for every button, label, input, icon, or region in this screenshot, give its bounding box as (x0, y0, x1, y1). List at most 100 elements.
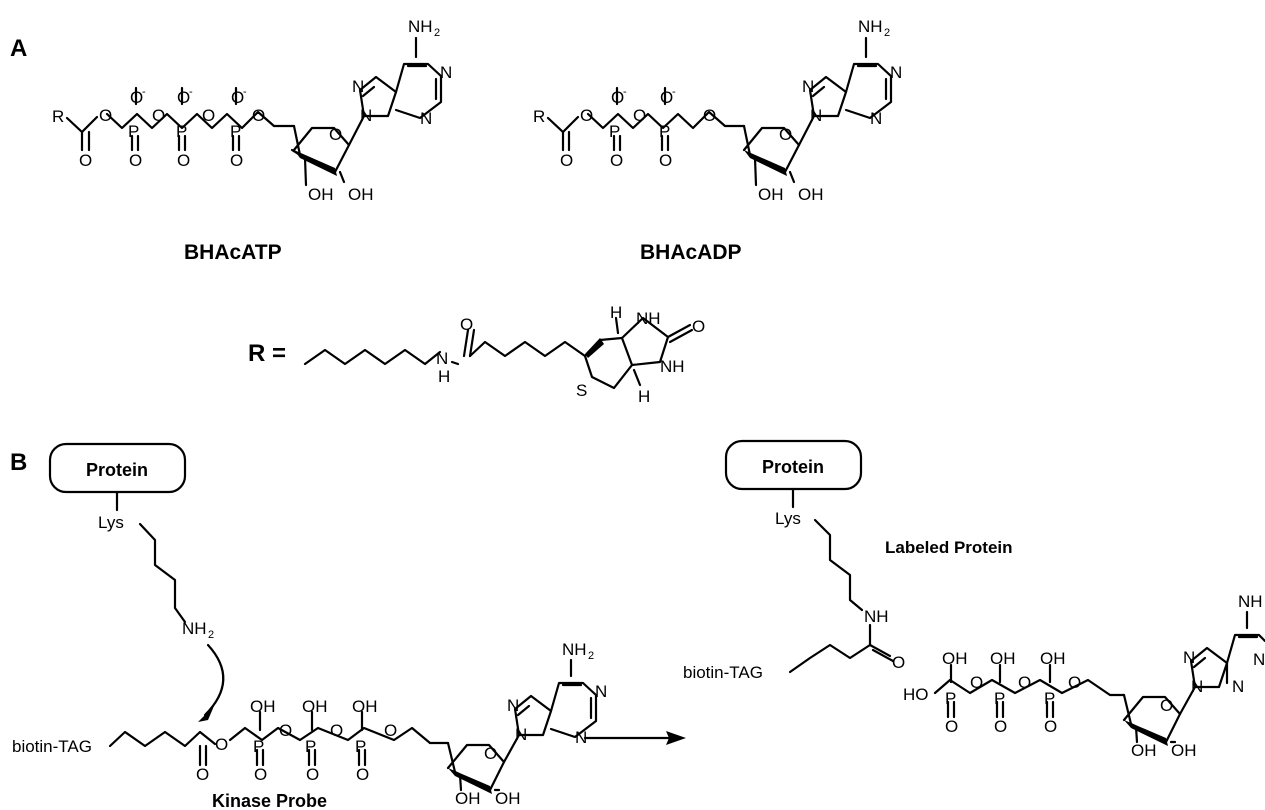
svg-text:S: S (576, 381, 587, 400)
svg-text:O: O (580, 106, 593, 125)
svg-text:H: H (610, 303, 622, 322)
panel-label-b: B (10, 449, 27, 476)
svg-text:O: O (384, 721, 397, 740)
svg-text:O: O (129, 151, 142, 170)
svg-text:O: O (329, 125, 342, 144)
svg-text:P: P (945, 689, 956, 708)
svg-text:O: O (177, 88, 190, 107)
kinase-probe-label: Kinase Probe (212, 791, 327, 810)
svg-text:R: R (533, 107, 545, 126)
svg-text:2: 2 (434, 27, 440, 39)
svg-text:Lys: Lys (98, 513, 124, 532)
svg-text:O: O (152, 106, 165, 125)
bhacadp-structure: R O O P O- O O P O- O O O OH OH N N N N … (533, 17, 902, 204)
kinase-probe-structure: biotin-TAG O O P OH O O P OH O O P OH O … (12, 640, 607, 808)
svg-text:P: P (1044, 689, 1055, 708)
svg-text:2: 2 (588, 650, 594, 662)
svg-text:O: O (177, 151, 190, 170)
svg-text:P: P (659, 122, 670, 141)
protein-label-left: Protein (86, 460, 148, 480)
svg-text:P: P (253, 737, 264, 756)
svg-text:N: N (507, 696, 519, 715)
bhacatp-label: BHAcATP (184, 241, 282, 264)
svg-text:O: O (252, 106, 265, 125)
svg-text:Lys: Lys (775, 509, 801, 528)
svg-text:O: O (196, 765, 209, 784)
svg-text:O: O (79, 151, 92, 170)
bhacadp-label: BHAcADP (640, 241, 742, 264)
svg-text:O: O (99, 106, 112, 125)
svg-text:biotin-TAG: biotin-TAG (12, 737, 92, 756)
svg-text:O: O (703, 106, 716, 125)
svg-text:NH: NH (562, 640, 587, 659)
svg-text:N: N (1183, 648, 1195, 667)
svg-text:O: O (279, 721, 292, 740)
svg-text:O: O (202, 106, 215, 125)
svg-text:O: O (779, 125, 792, 144)
svg-text:N: N (352, 77, 364, 96)
svg-text:O: O (1044, 717, 1057, 736)
svg-text:NH: NH (858, 17, 883, 36)
svg-text:O: O (994, 717, 1007, 736)
svg-text:P: P (994, 689, 1005, 708)
svg-text:biotin-TAG: biotin-TAG (683, 663, 763, 682)
svg-text:OH: OH (942, 649, 968, 668)
svg-text:P: P (230, 122, 241, 141)
svg-text:N: N (420, 109, 432, 128)
svg-text:N: N (436, 349, 448, 368)
svg-text:N: N (360, 106, 372, 125)
svg-text:O: O (1068, 673, 1081, 692)
svg-text:O: O (484, 744, 497, 763)
svg-text:P: P (128, 122, 139, 141)
svg-text:O: O (611, 88, 624, 107)
protein-label-right: Protein (762, 457, 824, 477)
svg-text:-: - (142, 86, 146, 98)
svg-text:N: N (595, 682, 607, 701)
svg-text:N: N (1253, 650, 1265, 669)
svg-text:N: N (440, 63, 452, 82)
svg-text:N: N (1191, 677, 1203, 696)
svg-text:O: O (215, 735, 228, 754)
svg-text:OH: OH (250, 697, 276, 716)
labeled-protein-label: Labeled Protein (885, 538, 1013, 557)
svg-text:P: P (305, 737, 316, 756)
svg-text:O: O (892, 653, 905, 672)
svg-text:N: N (810, 106, 822, 125)
svg-text:N: N (802, 77, 814, 96)
svg-text:O: O (945, 717, 958, 736)
svg-text:-: - (623, 86, 627, 98)
labeled-protein-structure: Lys NH O biotin-TAG (683, 487, 905, 682)
svg-text:O: O (130, 88, 143, 107)
svg-text:2: 2 (208, 629, 214, 641)
svg-text:N: N (515, 725, 527, 744)
svg-text:O: O (230, 151, 243, 170)
svg-text:O: O (306, 765, 319, 784)
svg-text:OH: OH (495, 789, 521, 808)
svg-text:O: O (692, 317, 705, 336)
nucleophilic-attack-arrow (203, 643, 225, 717)
svg-text:NH: NH (1238, 592, 1263, 611)
svg-text:OH: OH (455, 789, 481, 808)
svg-text:OH: OH (302, 697, 328, 716)
svg-text:NH: NH (864, 607, 889, 626)
svg-text:N: N (870, 109, 882, 128)
svg-text:P: P (355, 737, 366, 756)
svg-text:OH: OH (1131, 741, 1157, 760)
panel-label-a: A (10, 35, 27, 62)
svg-text:2: 2 (884, 27, 890, 39)
reaction-arrow-head (666, 731, 686, 745)
svg-text:P: P (176, 122, 187, 141)
svg-text:OH: OH (1171, 741, 1197, 760)
svg-text:O: O (1160, 696, 1173, 715)
svg-text:OH: OH (758, 185, 784, 204)
svg-text:P: P (609, 122, 620, 141)
svg-text:O: O (633, 106, 646, 125)
svg-text:OH: OH (1040, 649, 1066, 668)
svg-text:-: - (243, 86, 247, 98)
svg-text:NH: NH (408, 17, 433, 36)
svg-text:O: O (660, 88, 673, 107)
svg-text:O: O (330, 721, 343, 740)
svg-text:O: O (970, 673, 983, 692)
